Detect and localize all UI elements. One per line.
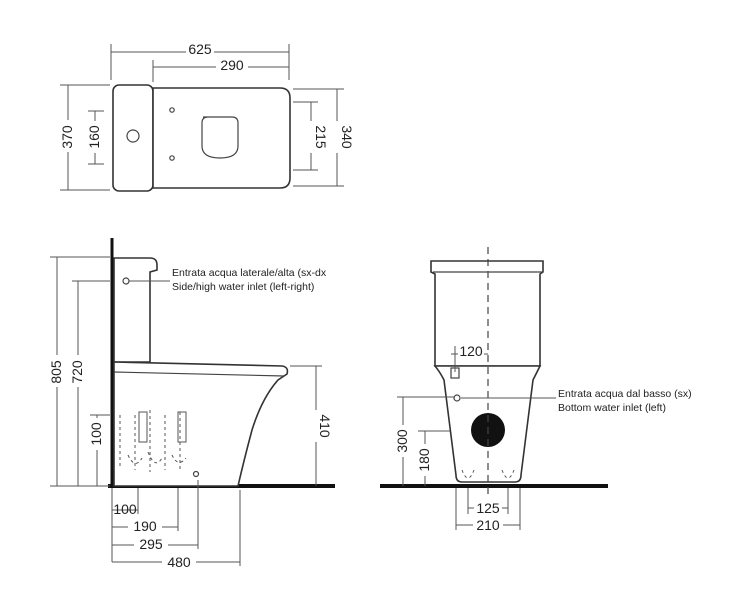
dim-370: 370 (59, 125, 75, 149)
dim-625: 625 (188, 41, 212, 57)
dim-410: 410 (317, 414, 333, 438)
dim-120: 120 (459, 343, 483, 359)
dim-100-horizontal: 100 (113, 501, 137, 517)
top-view-bowl-opening (201, 116, 239, 159)
dim-290: 290 (220, 57, 244, 73)
dim-210: 210 (476, 517, 500, 533)
side-view-bowl (113, 361, 289, 487)
dim-100-vertical: 100 (88, 422, 104, 446)
seat-line (113, 371, 285, 377)
dim-125: 125 (476, 500, 500, 516)
dim-720: 720 (69, 360, 85, 384)
dim-480: 480 (167, 554, 191, 570)
dim-180: 180 (416, 448, 432, 472)
side-view: 805 720 100 410 Entrata acqua laterale/a… (46, 238, 335, 570)
trap-hidden-curves (127, 451, 187, 464)
trap-hidden-lines (119, 410, 181, 472)
dim-160: 160 (86, 125, 102, 149)
side-inlet-note-it: Entrata acqua laterale/alta (sx-dx (172, 267, 327, 279)
dim-190: 190 (133, 518, 157, 534)
side-view-cistern (113, 257, 158, 363)
bottom-inlet-point (453, 394, 461, 402)
top-view-fixing-hole-top (169, 107, 175, 113)
top-view-tank-hole (126, 129, 140, 143)
front-view: 120 300 180 Entrata acqua dal basso (sx)… (380, 247, 692, 533)
side-inlet-note-en: Side/high water inlet (left-right) (172, 281, 314, 293)
top-view-bowl (152, 87, 291, 189)
dim-300: 300 (394, 429, 410, 453)
top-view-tank (112, 84, 154, 192)
floor-fixing-point (192, 470, 200, 478)
top-view: 625 290 370 160 215 340 (58, 41, 355, 192)
dim-340: 340 (339, 125, 355, 149)
dim-295: 295 (139, 536, 163, 552)
bottom-inlet-note-it: Entrata acqua dal basso (sx) (558, 388, 692, 400)
front-feet (461, 469, 515, 479)
dim-805: 805 (48, 360, 64, 384)
bottom-inlet-note-en: Bottom water inlet (left) (558, 402, 666, 414)
fixing-bracket (138, 411, 148, 443)
top-view-fixing-hole-bottom (169, 155, 175, 161)
dim-215: 215 (313, 125, 329, 149)
front-view-cistern (430, 260, 544, 367)
fixing-bracket (177, 411, 187, 443)
